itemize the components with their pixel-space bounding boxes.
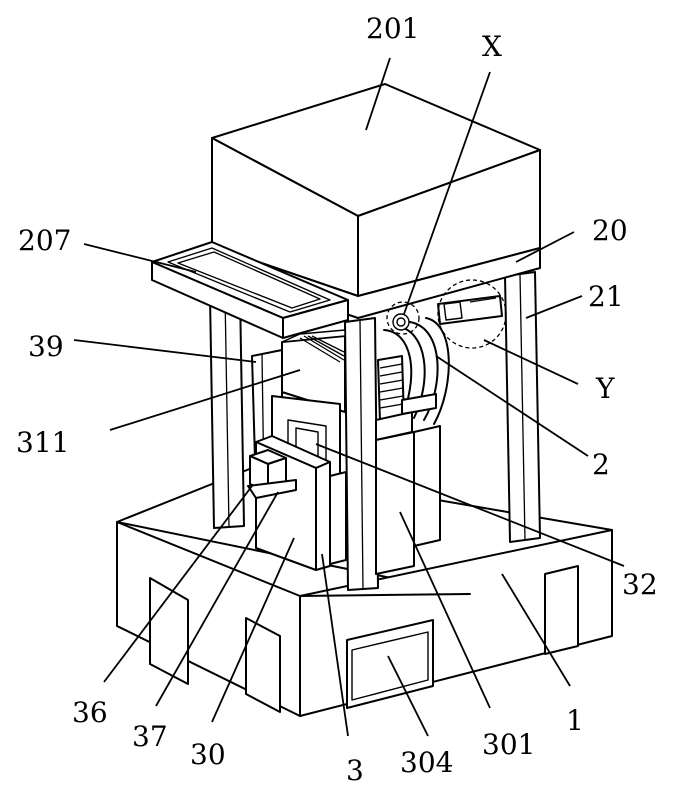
label-x: X bbox=[482, 30, 502, 63]
detail-circle-x bbox=[386, 301, 420, 335]
label-1: 1 bbox=[566, 704, 584, 737]
label-304: 304 bbox=[400, 746, 453, 779]
label-21: 21 bbox=[588, 280, 624, 313]
label-201: 201 bbox=[366, 12, 419, 45]
label-311: 311 bbox=[16, 426, 69, 459]
label-39: 39 bbox=[28, 330, 64, 363]
curved-guide-2 bbox=[383, 313, 450, 425]
label-37: 37 bbox=[132, 720, 168, 753]
leader-lines bbox=[73, 57, 625, 737]
block-311 bbox=[281, 329, 346, 413]
column-back-right bbox=[504, 271, 541, 543]
rack bbox=[377, 355, 405, 423]
tray-207 bbox=[151, 241, 349, 339]
lower-support bbox=[329, 471, 347, 565]
column-back-left bbox=[209, 293, 245, 529]
carriage bbox=[375, 393, 437, 441]
label-3: 3 bbox=[346, 754, 364, 787]
label-y: Y bbox=[595, 372, 615, 405]
block-301 bbox=[375, 425, 441, 575]
label-30: 30 bbox=[190, 738, 226, 771]
column-front-right bbox=[344, 317, 379, 591]
label-20: 20 bbox=[592, 214, 628, 247]
detail-circle-y bbox=[437, 279, 507, 349]
label-2: 2 bbox=[592, 448, 610, 481]
base-table bbox=[116, 467, 613, 717]
label-207: 207 bbox=[18, 224, 71, 257]
bracket-37 bbox=[247, 479, 297, 499]
drawer-304 bbox=[351, 631, 429, 701]
label-32: 32 bbox=[622, 568, 658, 601]
label-36: 36 bbox=[72, 696, 108, 729]
slide-assembly bbox=[437, 295, 503, 325]
label-301: 301 bbox=[482, 728, 535, 761]
